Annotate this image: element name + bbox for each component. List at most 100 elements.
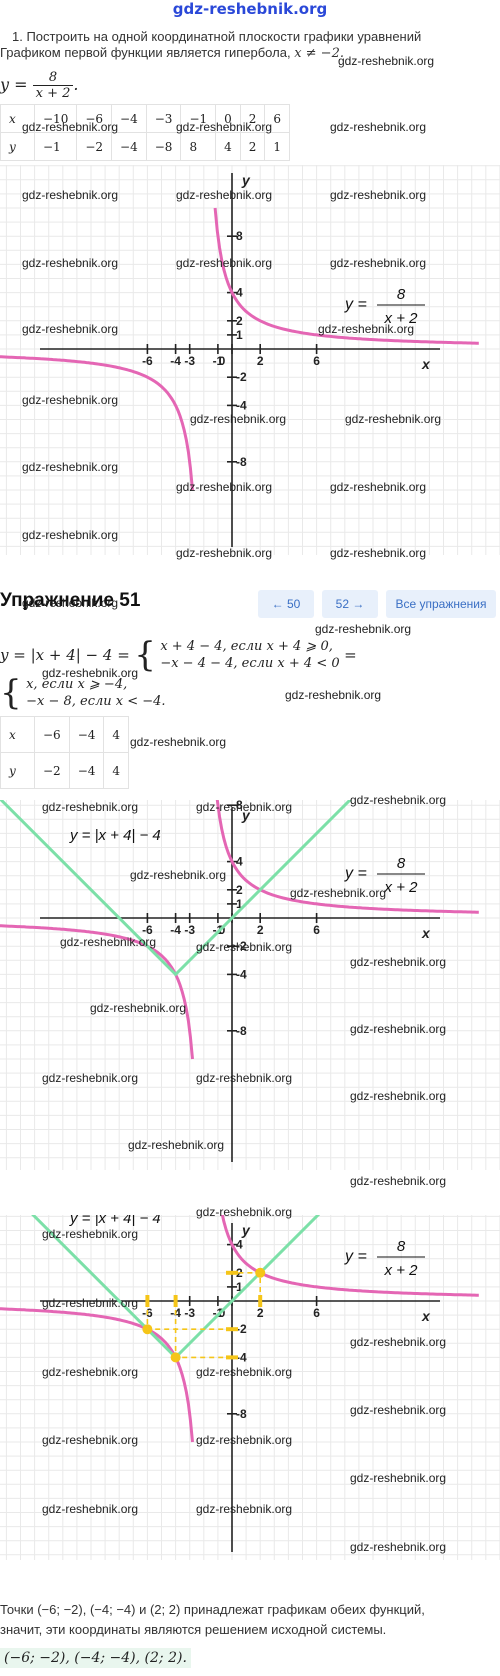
- hyperbola-label-denominator: x + 2: [384, 1262, 419, 1279]
- table-header-y: y: [0, 752, 35, 789]
- table-cell: −2: [76, 132, 113, 161]
- y-axis-label: y: [241, 807, 251, 823]
- y-tick-label: 4: [236, 855, 243, 869]
- x-tick-label: 0: [219, 923, 226, 937]
- answer-result: (−6; −2), (−4; −4), (2; 2).: [0, 1648, 191, 1668]
- values-table-2: x −6 −4 4 y −2 −4 4: [0, 716, 130, 789]
- y-tick-label: 2: [236, 883, 243, 897]
- prev-exercise-button[interactable]: ← 50: [258, 590, 314, 618]
- watermark-text: gdz-reshebnik.org: [130, 735, 227, 749]
- hyperbola-formula: y = 8 x + 2 .: [0, 70, 78, 101]
- answer-explanation: Точки (−6; −2), (−4; −4) и (2; 2) принад…: [0, 1600, 500, 1640]
- y-tick-label: 8: [236, 800, 243, 812]
- watermark-text: gdz-reshebnik.org: [285, 688, 382, 702]
- table-cell: −6: [76, 104, 113, 133]
- abs-cases-2: x, если x ⩾ −4, −x − 8, если x < −4.: [26, 676, 165, 710]
- table-cell: −2: [34, 752, 70, 789]
- exercise-nav: ← 50 52 → Все упражнения: [0, 590, 500, 618]
- y-tick-label: -2: [236, 1322, 247, 1336]
- hyperbola-left-branch: [0, 1307, 194, 1443]
- site-logo[interactable]: gdz-reshebnik.org: [172, 0, 328, 18]
- abs-function-label: y = |x + 4| − 4: [69, 827, 161, 844]
- task-intro: Графиком первой функции является гипербо…: [0, 45, 344, 61]
- table-cell: −4: [68, 752, 105, 789]
- table-cell: 4: [215, 132, 241, 161]
- y-tick-label: 1: [236, 1280, 243, 1294]
- y-axis-label: y: [241, 1222, 251, 1238]
- formula-lhs: y =: [0, 75, 28, 94]
- formula-fraction: 8 x + 2: [32, 70, 74, 101]
- abs-function-label: y = |x + 4| − 4: [69, 1215, 161, 1227]
- x-tick-label: -4: [170, 923, 181, 937]
- task-intro-condition: x ≠ −2.: [294, 46, 344, 61]
- abs-definition-1: y = |x + 4| − 4 = { x + 4 − 4, если x + …: [0, 638, 357, 672]
- abs-case-1: x + 4 − 4, если x + 4 ⩾ 0,: [160, 639, 333, 654]
- x-tick-label: -6: [142, 354, 153, 368]
- formula-denominator: x + 2: [35, 86, 71, 101]
- table-cell: 2: [239, 132, 266, 161]
- hyperbola-label-numerator: 8: [397, 855, 406, 872]
- abs-lhs: y = |x + 4| − 4 =: [0, 646, 130, 664]
- table-header-x: x: [0, 716, 35, 753]
- task-intro-text: Графиком первой функции является гипербо…: [0, 45, 291, 60]
- y-tick-label: -2: [236, 370, 247, 384]
- abs-brace-2: {: [0, 673, 22, 713]
- abs-brace: {: [134, 635, 156, 675]
- x-tick-label: -4: [170, 354, 181, 368]
- hyperbola-label-numerator: 8: [397, 286, 406, 303]
- table-header-y: y: [0, 132, 35, 161]
- table-cell: 1: [264, 132, 291, 161]
- x-tick-label: -3: [184, 1306, 195, 1320]
- hyperbola-label: y =8x + 2: [344, 855, 425, 896]
- y-tick-label: 4: [236, 286, 243, 300]
- answer-line-2: значит, эти координаты являются решением…: [0, 1622, 387, 1637]
- y-tick-label: -8: [236, 455, 247, 469]
- x-tick-label: -3: [184, 923, 195, 937]
- table-cell: 2: [239, 104, 266, 133]
- hyperbola-right-branch: [213, 207, 479, 345]
- y-tick-label: -8: [236, 1024, 247, 1038]
- hyperbola-left-branch: [0, 355, 194, 491]
- y-tick-label: 1: [236, 897, 243, 911]
- table-cell: 8: [180, 132, 217, 161]
- next-exercise-button[interactable]: 52 →: [322, 590, 378, 618]
- all-exercises-button[interactable]: Все упражнения: [386, 590, 496, 618]
- hyperbola-label-denominator: x + 2: [384, 310, 419, 327]
- table-cell: −4: [68, 716, 105, 753]
- table-cell: −4: [111, 132, 147, 161]
- x-tick-label: 0: [219, 1306, 226, 1320]
- y-tick-label: 4: [236, 1238, 243, 1252]
- y-tick-label: -4: [236, 398, 247, 412]
- watermark-text: gdz-reshebnik.org: [315, 622, 412, 636]
- answer-line-1: Точки (−6; −2), (−4; −4) и (2; 2) принад…: [0, 1602, 425, 1617]
- abs-case-3: x, если x ⩾ −4,: [26, 677, 128, 692]
- x-tick-label: 2: [257, 923, 264, 937]
- table-cell: 4: [103, 752, 130, 789]
- y-axis-label: y: [241, 172, 251, 188]
- abs-function-line: [0, 800, 353, 977]
- y-tick-label: -4: [236, 967, 247, 981]
- x-axis-label: x: [421, 356, 431, 372]
- hyperbola-label: y = 8 x + 2: [344, 1238, 425, 1279]
- y-tick-label: 2: [236, 314, 243, 328]
- x-axis-label: x: [421, 925, 431, 941]
- watermark-text: gdz-reshebnik.org: [330, 120, 427, 134]
- table-cell: −8: [145, 132, 182, 161]
- watermark-text: gdz-reshebnik.org: [338, 54, 435, 68]
- hyperbola-label: y =8x + 2: [344, 286, 425, 327]
- x-tick-label: -3: [184, 354, 195, 368]
- hyperbola-label-lhs: y =: [344, 1248, 367, 1265]
- y-tick-label: 8: [236, 229, 243, 243]
- table-cell: −6: [34, 716, 70, 753]
- hyperbola-label-numerator: 8: [397, 1238, 406, 1255]
- x-axis-label: x: [421, 1308, 431, 1324]
- intersection-point: [170, 1352, 181, 1363]
- y-tick-label: -8: [236, 1407, 247, 1421]
- abs-definition-2: { x, если x ⩾ −4, −x − 8, если x < −4.: [0, 676, 166, 710]
- table-cell: 4: [103, 716, 130, 753]
- x-tick-label: 2: [257, 1306, 264, 1320]
- table-cell: −3: [145, 104, 182, 133]
